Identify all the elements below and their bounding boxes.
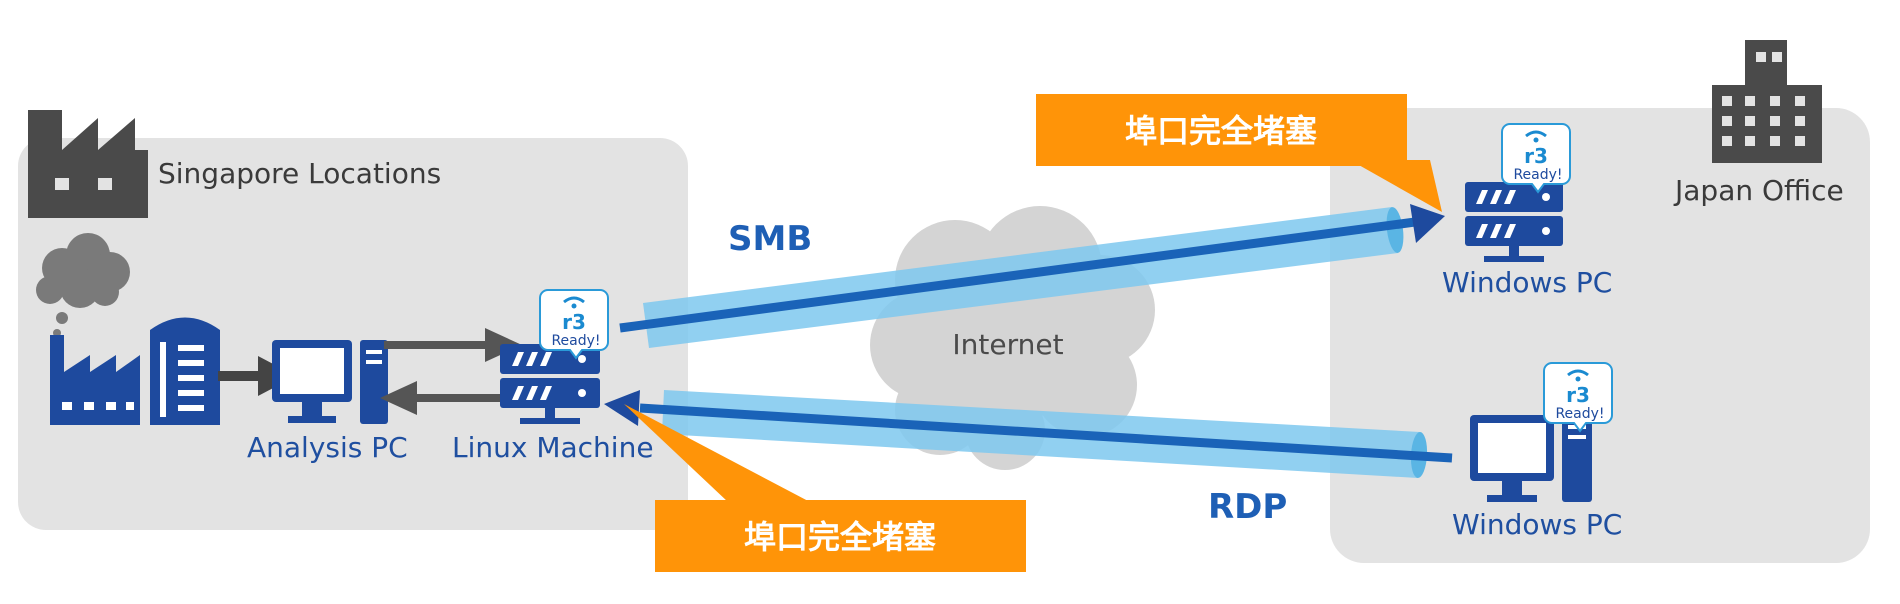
linux-server-icon [500, 344, 600, 424]
smb-tunnel [619, 204, 1445, 348]
ready-badge-linux: r3 Ready! [539, 289, 609, 360]
ready-text: Ready! [1555, 406, 1604, 422]
ready-logo: r3 [562, 310, 586, 334]
ready-badge-windows-top: r3 Ready! [1501, 123, 1571, 194]
ready-badge-windows-bottom: r3 Ready! [1543, 362, 1613, 433]
smb-label: SMB [728, 219, 812, 259]
smoke-icon [36, 233, 130, 337]
callout-top-text: 埠口完全堵塞 [1125, 112, 1317, 150]
singapore-label: Singapore Locations [158, 157, 441, 190]
japan-label: Japan Office [1673, 174, 1844, 207]
ready-logo: r3 [1566, 383, 1590, 407]
linux-machine-label: Linux Machine [452, 431, 654, 464]
windows-desktop-icon [1470, 415, 1592, 502]
office-building-icon [1712, 40, 1822, 163]
windows-pc-bottom-label: Windows PC [1452, 508, 1622, 541]
callout-bottom: 埠口完全堵塞 [624, 404, 1026, 572]
internet-label: Internet [952, 328, 1063, 361]
analysis-pc-label: Analysis PC [247, 431, 408, 464]
plant-equipment-icon [50, 317, 220, 425]
windows-server-icon [1465, 182, 1563, 262]
rdp-tunnel [604, 390, 1453, 478]
callout-top: 埠口完全堵塞 [1036, 94, 1442, 212]
singapore-panel [18, 138, 688, 530]
rdp-label: RDP [1208, 487, 1287, 527]
analysis-pc-icon [272, 340, 388, 424]
factory-icon [28, 110, 148, 218]
windows-pc-top-label: Windows PC [1442, 266, 1612, 299]
ready-text: Ready! [551, 333, 600, 349]
ready-text: Ready! [1513, 167, 1562, 183]
ready-logo: r3 [1524, 144, 1548, 168]
callout-bottom-text: 埠口完全堵塞 [744, 518, 936, 556]
